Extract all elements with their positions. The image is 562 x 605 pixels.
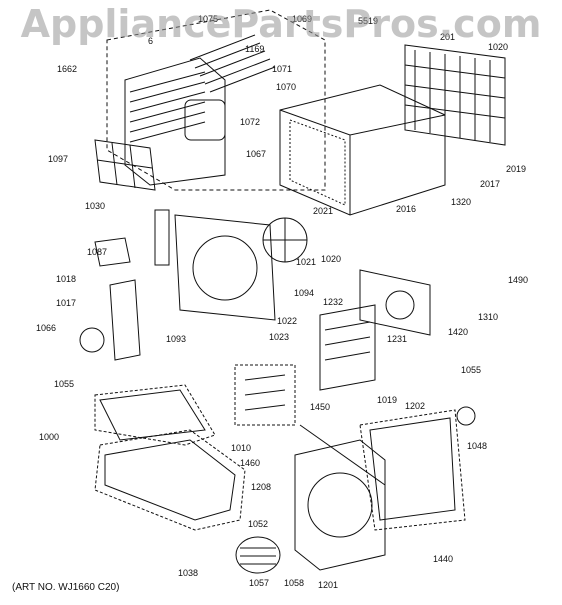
dashed-outline-base-group xyxy=(94,384,216,446)
part-label-1093: 1093 xyxy=(166,334,186,344)
part-label-1087: 1087 xyxy=(87,247,107,257)
part-label-1450: 1450 xyxy=(310,402,330,412)
part-label-1066: 1066 xyxy=(36,323,56,333)
part-label-1202: 1202 xyxy=(405,401,425,411)
part-label-6: 6 xyxy=(148,36,153,46)
front-grille-shape xyxy=(124,57,226,186)
part-label-1023: 1023 xyxy=(269,332,289,342)
part-label-1067: 1067 xyxy=(246,149,266,159)
part-label-2017: 2017 xyxy=(480,179,500,189)
part-label-1019: 1019 xyxy=(377,395,397,405)
part-label-1169: 1169 xyxy=(245,44,264,54)
part-label-1231: 1231 xyxy=(387,334,407,344)
part-label-1310: 1310 xyxy=(478,312,498,322)
fan-motor xyxy=(79,327,105,353)
blower-wheel xyxy=(235,536,281,574)
air-deflector xyxy=(174,214,276,321)
part-label-1440: 1440 xyxy=(433,554,453,564)
base-pan-outline xyxy=(94,429,246,531)
art-number: (ART NO. WJ1660 C20) xyxy=(12,582,120,593)
part-label-2016: 2016 xyxy=(396,204,416,214)
part-label-1490: 1490 xyxy=(508,275,528,285)
air-filter xyxy=(94,139,156,191)
part-label-1232: 1232 xyxy=(323,297,343,307)
partition-bracket xyxy=(359,269,431,336)
dashed-outline-right-group xyxy=(359,409,466,531)
rear-grille xyxy=(404,44,506,146)
louvers xyxy=(189,34,276,93)
part-label-5519: 5519 xyxy=(358,16,378,26)
part-label-1208: 1208 xyxy=(251,482,271,492)
part-label-1057: 1057 xyxy=(249,578,269,588)
part-label-1071: 1071 xyxy=(272,64,292,74)
heater-box xyxy=(234,364,296,426)
shroud xyxy=(294,439,386,571)
dashed-outline-front-group xyxy=(106,9,326,191)
part-label-1460: 1460 xyxy=(240,458,260,468)
part-label-1017: 1017 xyxy=(56,298,76,308)
control-board xyxy=(319,304,376,391)
part-label-1052: 1052 xyxy=(248,519,268,529)
part-label-1000: 1000 xyxy=(39,432,59,442)
part-label-1075: 1075 xyxy=(198,14,218,24)
part-label-1420: 1420 xyxy=(448,327,468,337)
motor-mount xyxy=(109,279,141,361)
fan-ring xyxy=(192,235,258,301)
part-label-1022: 1022 xyxy=(277,316,297,326)
part-label-1058: 1058 xyxy=(284,578,304,588)
part-label-1662: 1662 xyxy=(57,64,77,74)
cabinet-box xyxy=(279,84,446,216)
motor-1048 xyxy=(456,406,476,426)
part-label-1320: 1320 xyxy=(451,197,471,207)
electrical-box xyxy=(154,209,170,266)
base-pan xyxy=(104,439,236,521)
part-label-1055: 1055 xyxy=(461,365,481,375)
part-label-1021: 1021 xyxy=(296,257,316,267)
part-label-1094: 1094 xyxy=(294,288,314,298)
part-label-2021: 2021 xyxy=(313,206,333,216)
part-label-1097: 1097 xyxy=(48,154,68,164)
part-label-1020: 1020 xyxy=(321,254,341,264)
part-label-1018: 1018 xyxy=(56,274,76,284)
part-label-1055: 1055 xyxy=(54,379,74,389)
part-label-1072: 1072 xyxy=(240,117,260,127)
part-label-1069: 1069 xyxy=(292,14,312,24)
part-label-201: 201 xyxy=(440,32,455,42)
part-label-1038: 1038 xyxy=(178,568,198,578)
part-label-1070: 1070 xyxy=(276,82,296,92)
part-label-1201: 1201 xyxy=(318,580,338,590)
part-label-1010: 1010 xyxy=(231,443,251,453)
part-label-1030: 1030 xyxy=(85,201,105,211)
part-label-1020: 1020 xyxy=(488,42,508,52)
control-panel xyxy=(184,99,226,141)
part-label-2019: 2019 xyxy=(506,164,526,174)
part-label-1048: 1048 xyxy=(467,441,487,451)
